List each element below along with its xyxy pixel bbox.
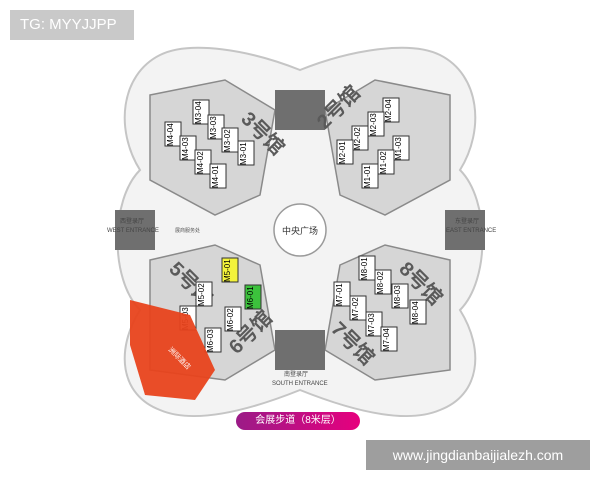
booth-m8-03[interactable] [391,283,409,309]
center-plaza [273,203,327,257]
booth-m7-01-label: M7-01 [335,283,344,306]
booth-m8-03-label: M8-03 [393,285,402,308]
booth-m6-01[interactable] [244,284,262,310]
booth-m3-04[interactable] [192,99,210,125]
booth-m8-04-label: M8-04 [411,301,420,324]
booth-m6-03-label: M6-03 [206,329,215,352]
booth-m8-04[interactable] [409,299,427,325]
booth-m3-02[interactable] [221,127,239,153]
booth-m4-03-label: M4-03 [181,137,190,160]
booth-m2-04-label: M2-04 [384,99,393,122]
east-entrance-en: EAST ENTRANCE [446,228,496,234]
north-connector [275,90,325,130]
booth-m3-02-label: M3-02 [223,129,232,152]
east-connector [445,210,485,250]
west-entrance-en: WEST ENTRANCE [107,228,159,234]
booth-m6-01-label: M6-01 [246,286,255,309]
booth-m7-04[interactable] [380,326,398,352]
booth-m7-03[interactable] [365,311,383,337]
booth-m8-01[interactable] [358,255,376,281]
booth-m7-02[interactable] [349,295,367,321]
booth-m3-01[interactable] [237,140,255,166]
booth-m6-02-label: M6-02 [226,308,235,331]
center-plaza-label: 中央广场 [282,225,318,236]
booth-m2-02[interactable] [351,125,369,151]
booth-m2-03-label: M2-03 [369,113,378,136]
booth-m6-02[interactable] [224,306,242,332]
booth-m8-02[interactable] [374,269,392,295]
booth-m3-03[interactable] [207,114,225,140]
west-small-label: 展商服务处 [175,227,200,234]
booth-m3-01-label: M3-01 [239,142,248,165]
booth-m2-03[interactable] [367,111,385,137]
booth-m1-02[interactable] [377,149,395,175]
hall-2-1-block [324,79,451,216]
booth-m3-03-label: M3-03 [209,116,218,139]
booth-m5-01-label: M5-01 [223,259,232,282]
booth-m4-01-label: M4-01 [211,165,220,188]
booth-m7-02-label: M7-02 [351,297,360,320]
booth-m4-04-label: M4-04 [166,123,175,146]
west-connector [115,210,155,250]
west-entrance-cn: 西登录厅 [120,217,144,225]
booth-m5-02-label: M5-02 [197,283,206,306]
booth-m2-04[interactable] [382,97,400,123]
booth-m1-01[interactable] [361,163,379,189]
booth-m8-02-label: M8-02 [376,271,385,294]
booth-m1-03[interactable] [392,135,410,161]
booth-m1-03-label: M1-03 [394,137,403,160]
booth-m3-04-label: M3-04 [194,101,203,124]
south-entrance-cn: 南登录厅 [284,370,308,378]
walkway-badge: 会展步道（8米层） [236,412,360,430]
east-entrance-cn: 东登录厅 [455,217,479,225]
booth-m4-03[interactable] [179,135,197,161]
booth-m2-01[interactable] [336,139,354,165]
booth-m5-01[interactable] [221,257,239,283]
booth-m6-03[interactable] [204,327,222,353]
booth-m7-01[interactable] [333,281,351,307]
booth-m2-02-label: M2-02 [353,127,362,150]
booth-m1-02-label: M1-02 [379,151,388,174]
south-entrance-en: SOUTH ENTRANCE [272,381,328,387]
booth-m4-02-label: M4-02 [196,151,205,174]
booth-m8-01-label: M8-01 [360,257,369,280]
booth-m7-04-label: M7-04 [382,328,391,351]
booth-m7-03-label: M7-03 [367,313,376,336]
booth-m1-01-label: M1-01 [363,165,372,188]
site-watermark: www.jingdianbaijialezh.com [366,440,590,470]
hall-7-8-block [324,244,451,381]
booth-m4-04[interactable] [164,121,182,147]
booth-m2-01-label: M2-01 [338,141,347,164]
hall-3-4-block [149,79,276,216]
booth-m5-02[interactable] [195,281,213,307]
booth-m4-02[interactable] [194,149,212,175]
booth-m4-01[interactable] [209,163,227,189]
red-zone [130,300,215,400]
tg-watermark: TG: MYYJJPP [10,10,134,40]
south-connector [275,330,325,370]
